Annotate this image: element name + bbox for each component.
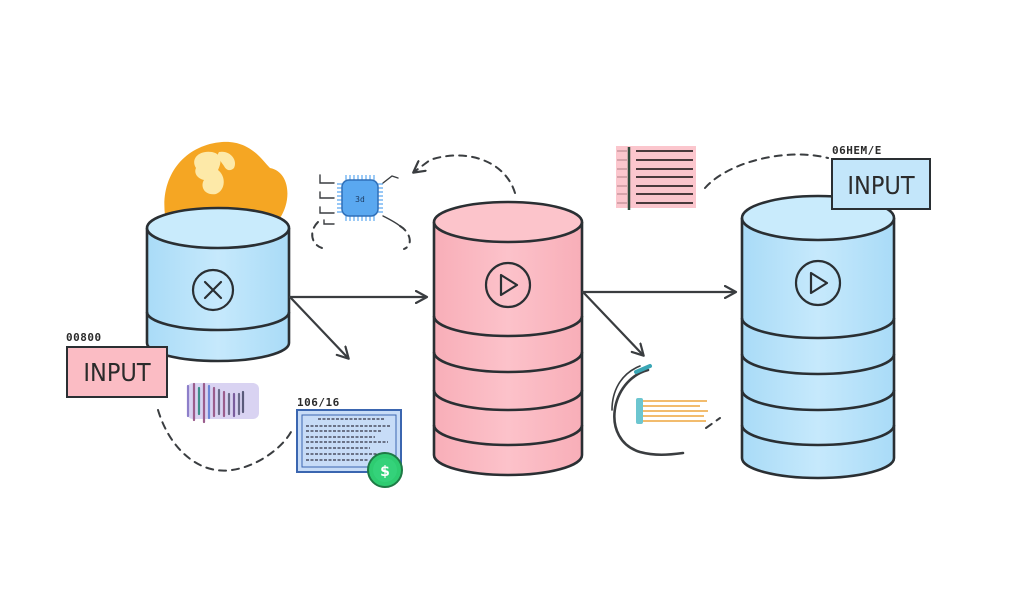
play-circle-icon [794,259,842,307]
edge-center-to-connector [581,290,643,355]
orange-blob-icon [164,141,288,218]
input-left-caption: 00800 [66,331,102,344]
edge-center-to-chip [414,154,516,194]
database-right[interactable] [740,194,896,480]
input-right-caption: 06HEM/E [832,144,882,157]
coin-icon: $ [367,452,403,488]
list-icon [616,146,696,210]
edge-input-left-to-document [157,409,293,472]
chip-text: 3d [355,195,365,204]
play-circle-icon [484,261,532,309]
database-left[interactable] [145,206,291,363]
edge-left-to-document [288,295,348,358]
edge-list-to-input-right [704,153,829,189]
chip-icon: 3d [311,174,411,250]
connector-icon [611,364,721,457]
input-left-text: INPUT [83,358,150,387]
close-circle-icon [191,268,235,312]
database-center[interactable] [432,200,584,477]
input-label-right[interactable]: 06HEM/E INPUT [831,144,931,210]
svg-text:$: $ [380,464,390,480]
input-right-text: INPUT [847,171,914,200]
input-label-left[interactable]: 00800 INPUT [66,331,168,398]
document-caption: 106/16 [297,396,340,409]
barcode-icon [186,382,259,424]
